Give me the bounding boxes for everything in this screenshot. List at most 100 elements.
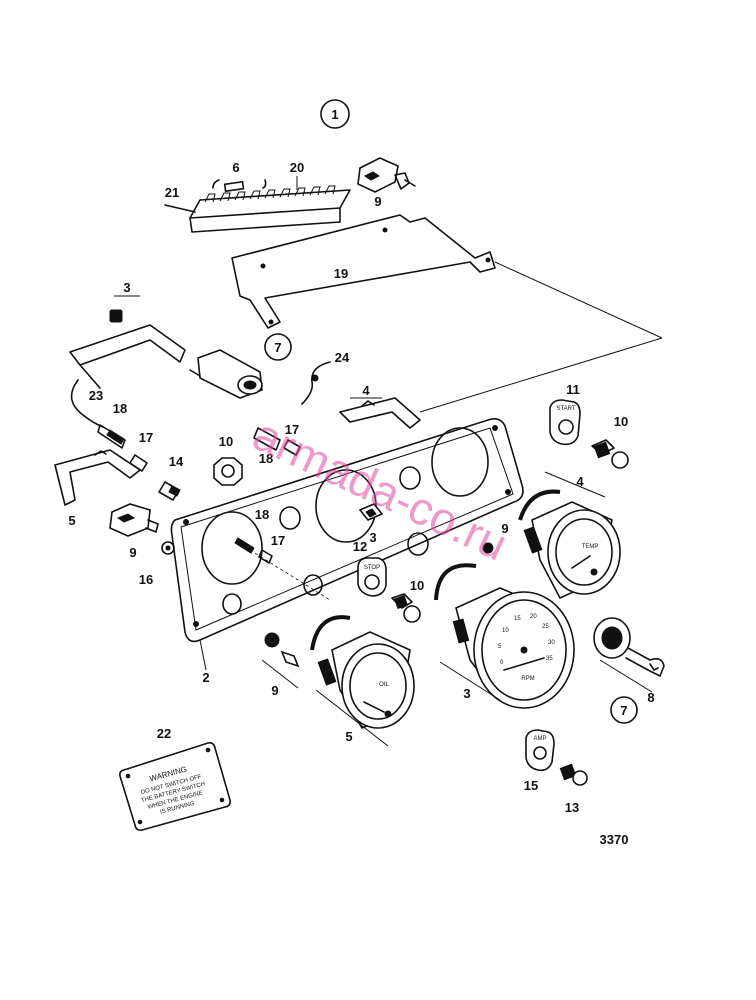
start-text: START bbox=[556, 406, 575, 412]
svg-text:23: 23 bbox=[89, 388, 103, 403]
svg-text:5: 5 bbox=[345, 729, 352, 744]
svg-text:18: 18 bbox=[255, 507, 269, 522]
svg-text:17: 17 bbox=[285, 422, 299, 437]
label-21: 21 bbox=[165, 185, 179, 200]
label-5a: 5 bbox=[68, 513, 75, 528]
rpm-gauge: RPM 0 5 10 15 20 25 30 35 bbox=[434, 563, 575, 709]
label-23: 23 bbox=[89, 388, 103, 403]
svg-text:10: 10 bbox=[219, 434, 233, 449]
label-6: 6 bbox=[232, 160, 239, 175]
svg-text:5: 5 bbox=[68, 513, 75, 528]
nut-10-left bbox=[213, 457, 243, 486]
svg-text:19: 19 bbox=[334, 266, 348, 281]
switch-top bbox=[357, 157, 416, 193]
label-10c: 10 bbox=[614, 414, 628, 429]
label-16: 16 bbox=[139, 572, 153, 587]
stop-text: STOP bbox=[364, 565, 380, 571]
label-18a: 18 bbox=[113, 401, 127, 416]
label-9b: 9 bbox=[129, 545, 136, 560]
amp-plate: AMP bbox=[525, 729, 555, 772]
label-4a: 4 bbox=[362, 383, 370, 398]
svg-text:10: 10 bbox=[410, 578, 424, 593]
start-plate: START bbox=[549, 399, 581, 446]
rpm-tick-10: 10 bbox=[502, 628, 509, 634]
label-19: 19 bbox=[334, 266, 348, 281]
svg-text:9: 9 bbox=[271, 683, 278, 698]
label-17a: 17 bbox=[139, 430, 153, 445]
svg-text:16: 16 bbox=[139, 572, 153, 587]
amp-text: AMP bbox=[533, 736, 546, 742]
label-9d: 9 bbox=[271, 683, 278, 698]
svg-text:11: 11 bbox=[566, 382, 580, 397]
rpm-tick-20: 20 bbox=[530, 614, 537, 620]
instrument-panel bbox=[170, 418, 524, 643]
label-14: 14 bbox=[169, 454, 184, 469]
label-2: 2 bbox=[202, 670, 209, 685]
svg-text:12: 12 bbox=[353, 539, 367, 554]
svg-text:17: 17 bbox=[271, 533, 285, 548]
group-callout-1: 1 bbox=[320, 99, 350, 129]
lamp-holder-mid bbox=[253, 427, 301, 456]
label-17c: 17 bbox=[271, 533, 285, 548]
label-9c: 9 bbox=[501, 521, 508, 536]
cable-23 bbox=[70, 379, 104, 428]
amp-button bbox=[559, 763, 588, 786]
svg-text:24: 24 bbox=[335, 350, 350, 365]
svg-text:8: 8 bbox=[647, 690, 654, 705]
drawing-number: 3370 bbox=[600, 832, 629, 847]
svg-text:18: 18 bbox=[259, 451, 273, 466]
bracket-4-upper bbox=[339, 397, 421, 429]
svg-text:2: 2 bbox=[202, 670, 209, 685]
rpm-tick-15: 15 bbox=[514, 616, 521, 622]
label-15: 15 bbox=[524, 778, 538, 793]
callout-7-upper: 7 bbox=[264, 333, 292, 361]
oil-face-text: OIL bbox=[379, 682, 389, 688]
label-18b: 18 bbox=[259, 451, 273, 466]
svg-text:7: 7 bbox=[620, 703, 627, 718]
centre-lamp bbox=[358, 503, 384, 521]
svg-text:6: 6 bbox=[232, 160, 239, 175]
label-9a: 9 bbox=[374, 194, 381, 209]
terminal-strip bbox=[164, 179, 351, 233]
svg-text:17: 17 bbox=[139, 430, 153, 445]
label-18c: 18 bbox=[255, 507, 269, 522]
bracket-19 bbox=[231, 214, 496, 329]
label-10a: 10 bbox=[219, 434, 233, 449]
label-8: 8 bbox=[647, 690, 654, 705]
svg-text:10: 10 bbox=[614, 414, 628, 429]
bracket-3-upper bbox=[69, 295, 186, 389]
bracket-5-left bbox=[54, 449, 141, 506]
lamp-holder-panel bbox=[234, 537, 331, 601]
label-11: 11 bbox=[566, 382, 580, 397]
temp-face-text: TEMP bbox=[582, 544, 599, 550]
svg-text:15: 15 bbox=[524, 778, 538, 793]
indicator-lamp-9 bbox=[261, 632, 300, 689]
label-17b: 17 bbox=[285, 422, 299, 437]
label-3a: 3 bbox=[123, 280, 130, 295]
rpm-tick-35: 35 bbox=[546, 656, 553, 662]
svg-text:4: 4 bbox=[362, 383, 370, 398]
label-20: 20 bbox=[290, 160, 304, 175]
lamp-holder-left bbox=[97, 424, 181, 501]
stop-plate: STOP bbox=[357, 557, 387, 597]
label-13: 13 bbox=[565, 800, 579, 815]
stop-button bbox=[391, 593, 421, 623]
rpm-tick-5: 5 bbox=[498, 644, 502, 650]
cable-24 bbox=[301, 361, 331, 405]
svg-text:9: 9 bbox=[374, 194, 381, 209]
label-10b: 10 bbox=[410, 578, 424, 593]
rpm-tick-25: 25 bbox=[542, 624, 549, 630]
callout-7-lower: 7 bbox=[610, 696, 638, 724]
svg-text:20: 20 bbox=[290, 160, 304, 175]
svg-text:4: 4 bbox=[576, 474, 584, 489]
svg-text:7: 7 bbox=[274, 340, 281, 355]
label-4b: 4 bbox=[576, 474, 584, 489]
svg-text:21: 21 bbox=[165, 185, 179, 200]
label-24: 24 bbox=[335, 350, 350, 365]
label-3c: 3 bbox=[463, 686, 470, 701]
svg-text:3: 3 bbox=[463, 686, 470, 701]
label-12: 12 bbox=[353, 539, 367, 554]
warning-plate: WARNING DO NOT SWITCH OFF THE BATTERY SW… bbox=[119, 742, 231, 831]
svg-text:3: 3 bbox=[123, 280, 130, 295]
